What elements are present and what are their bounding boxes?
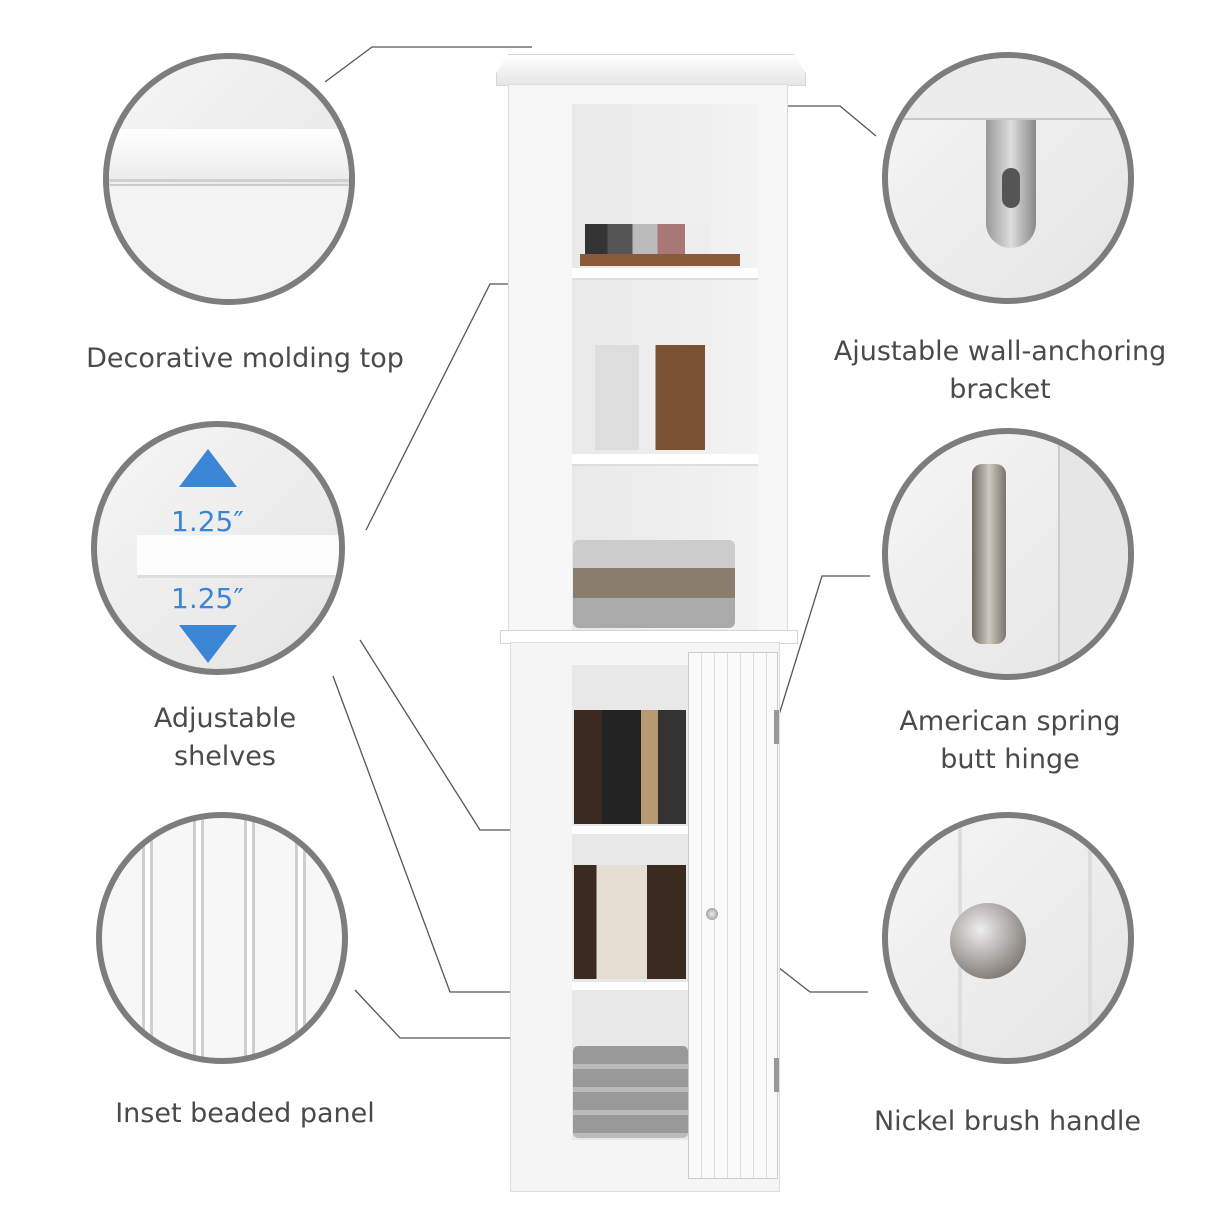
bracket-detail-circle (882, 52, 1134, 304)
decor-bottles (574, 865, 686, 979)
decor-bottles (595, 345, 705, 450)
hinge-label-line2: butt hinge (940, 744, 1080, 775)
handle-detail-circle (882, 812, 1134, 1064)
shelves-label-line1: Adjustable (153, 703, 297, 734)
arrow-up-icon (179, 449, 237, 487)
bracket-label-line2: bracket (949, 374, 1051, 405)
handle-label: Nickel brush handle (873, 1106, 1142, 1137)
knob-icon (950, 903, 1026, 979)
shelf (572, 982, 692, 990)
hinge-detail-circle (882, 428, 1134, 680)
panel-detail-circle (96, 812, 348, 1064)
hinge-icon (972, 464, 1006, 644)
hinge-label-line1: American spring (899, 706, 1121, 737)
bracket-label: Ajustable wall-anchoring bracket (820, 333, 1180, 409)
leader-line-hinge (777, 575, 870, 719)
hinge-label: American spring butt hinge (880, 703, 1140, 779)
leader-line-molding (324, 46, 532, 83)
crown-molding (496, 54, 806, 86)
panel-label: Inset beaded panel (115, 1098, 375, 1129)
cabinet-door-beaded[interactable] (688, 652, 778, 1179)
arrow-down-icon (179, 625, 237, 663)
shelves-label: Adjustable shelves (110, 700, 340, 776)
molding-detail-circle (103, 53, 355, 305)
shelf (572, 268, 758, 280)
hinge (774, 1058, 779, 1092)
decor-candles (585, 224, 710, 256)
hinge (774, 710, 779, 744)
bracket-label-line1: Ajustable wall-anchoring (833, 336, 1167, 367)
gap-above-measure: 1.25″ (171, 505, 244, 538)
door-knob[interactable] (706, 908, 718, 920)
gap-below-measure: 1.25″ (171, 582, 244, 615)
shelves-detail-circle: 1.25″ 1.25″ (91, 421, 345, 675)
shelf (572, 826, 692, 834)
shelves-label-line2: shelves (174, 741, 276, 772)
decor-bottles (574, 710, 686, 824)
decor-towels (573, 1046, 688, 1138)
decor-tray (580, 254, 740, 266)
decor-towels (573, 540, 735, 628)
molding-label: Decorative molding top (86, 343, 404, 374)
shelf (572, 454, 758, 466)
